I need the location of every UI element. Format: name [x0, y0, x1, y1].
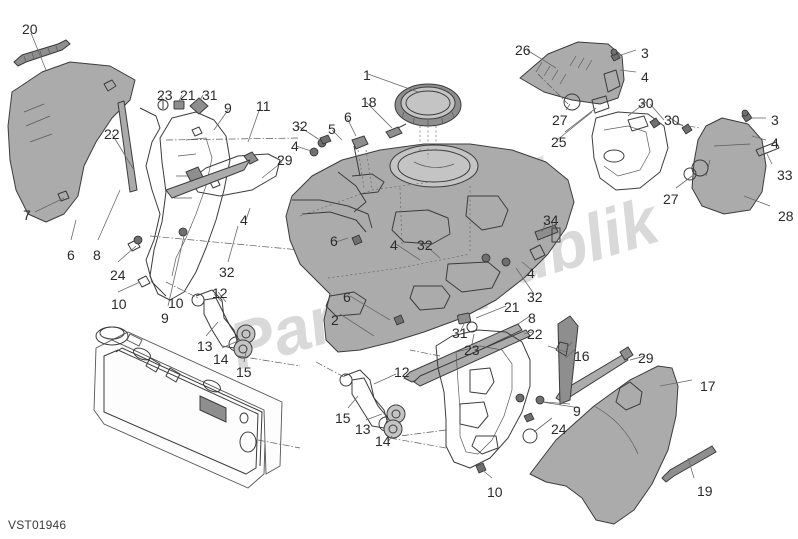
- part-28-right-panel: [675, 109, 780, 215]
- callout-number-30[interactable]: 30: [638, 95, 654, 111]
- linkage-assembly-lower: [315, 361, 447, 449]
- callout-number-21[interactable]: 21: [504, 299, 520, 315]
- callout-number-12[interactable]: 12: [394, 364, 410, 380]
- part-2-fuel-tank: [285, 143, 575, 353]
- callout-number-6[interactable]: 6: [67, 247, 75, 263]
- callout-number-34[interactable]: 34: [543, 212, 559, 228]
- callout-number-6[interactable]: 6: [344, 109, 352, 125]
- callout-number-32[interactable]: 32: [417, 237, 433, 253]
- leader-lines: [30, 32, 687, 409]
- callout-number-29[interactable]: 29: [277, 152, 293, 168]
- hardware-23-21-31: [157, 94, 209, 115]
- right-subframe-ghost: [591, 103, 701, 191]
- callout-number-23[interactable]: 23: [157, 87, 173, 103]
- callout-number-10[interactable]: 10: [487, 484, 503, 500]
- part-7-left-fairing: [7, 61, 136, 223]
- part-8-strip-lower: [403, 323, 523, 383]
- part-20-strip: [13, 39, 71, 67]
- callout-number-12[interactable]: 12: [212, 285, 228, 301]
- callout-number-9[interactable]: 9: [161, 310, 169, 326]
- callout-number-4[interactable]: 4: [390, 237, 398, 253]
- callout-number-13[interactable]: 13: [355, 421, 371, 437]
- callout-number-2[interactable]: 2: [331, 312, 339, 328]
- callout-number-1[interactable]: 1: [363, 67, 371, 83]
- callout-number-31[interactable]: 31: [202, 87, 218, 103]
- callout-number-4[interactable]: 4: [291, 138, 299, 154]
- callout-number-32[interactable]: 32: [219, 264, 235, 280]
- part-22-trim-strip-left: [117, 100, 138, 193]
- callout-number-3[interactable]: 3: [641, 45, 649, 61]
- callout-number-10[interactable]: 10: [168, 295, 184, 311]
- diagram-id-label: VST01946: [8, 518, 67, 532]
- part-34-clip: [534, 221, 561, 243]
- part-17-right-lower-panel: [529, 365, 693, 525]
- callout-number-27[interactable]: 27: [663, 191, 679, 207]
- part-29-rod-upper: [165, 151, 259, 199]
- callout-number-11[interactable]: 11: [256, 98, 271, 114]
- callout-number-13[interactable]: 13: [197, 338, 213, 354]
- callout-number-26[interactable]: 26: [515, 42, 531, 58]
- callout-number-19[interactable]: 19: [697, 483, 713, 499]
- callout-number-15[interactable]: 15: [335, 410, 351, 426]
- callout-number-28[interactable]: 28: [778, 208, 794, 224]
- callout-number-15[interactable]: 15: [236, 364, 252, 380]
- callout-number-7[interactable]: 7: [23, 207, 31, 223]
- part-19-strip: [661, 445, 717, 483]
- callout-number-25[interactable]: 25: [551, 134, 567, 150]
- callout-number-20[interactable]: 20: [22, 21, 38, 37]
- callout-number-24[interactable]: 24: [551, 421, 567, 437]
- lower-right-bracket-assembly: [399, 315, 579, 479]
- callout-number-4[interactable]: 4: [527, 265, 535, 281]
- callout-number-3[interactable]: 3: [771, 112, 779, 128]
- radiator-ghost: [93, 326, 301, 489]
- callout-number-14[interactable]: 14: [375, 433, 391, 449]
- callout-number-9[interactable]: 9: [573, 403, 581, 419]
- linkage-assembly-left: [165, 281, 301, 367]
- callout-number-8[interactable]: 8: [528, 310, 536, 326]
- callout-number-6[interactable]: 6: [330, 233, 338, 249]
- callout-number-29[interactable]: 29: [638, 350, 654, 366]
- callout-number-4[interactable]: 4: [240, 212, 248, 228]
- callout-number-9[interactable]: 9: [224, 100, 232, 116]
- part-1-filler-ring: [394, 83, 462, 158]
- callout-number-31[interactable]: 31: [452, 325, 468, 341]
- callout-number-24[interactable]: 24: [110, 267, 126, 283]
- callout-number-4[interactable]: 4: [641, 69, 649, 85]
- callout-number-32[interactable]: 32: [292, 118, 308, 134]
- hardware-18-6-5-32-4: [295, 73, 419, 189]
- part-26-cowl-right: [519, 41, 637, 133]
- callout-number-14[interactable]: 14: [213, 351, 229, 367]
- callout-number-23[interactable]: 23: [464, 342, 480, 358]
- callout-number-30[interactable]: 30: [664, 112, 680, 128]
- callout-number-4[interactable]: 4: [771, 135, 779, 151]
- callout-number-10[interactable]: 10: [111, 296, 127, 312]
- callout-number-6[interactable]: 6: [343, 289, 351, 305]
- callout-number-17[interactable]: 17: [700, 378, 716, 394]
- left-inner-bracket-assembly: [127, 107, 301, 301]
- callout-number-8[interactable]: 8: [93, 247, 101, 263]
- callout-number-33[interactable]: 33: [777, 167, 793, 183]
- callout-number-22[interactable]: 22: [104, 126, 120, 142]
- part-22-strip-lower: [413, 329, 531, 387]
- hardware-21-31-23-lower: [457, 305, 533, 345]
- callout-number-16[interactable]: 16: [574, 348, 590, 364]
- callout-number-22[interactable]: 22: [527, 326, 543, 342]
- part-16-bracket: [547, 345, 567, 353]
- callout-number-21[interactable]: 21: [180, 87, 196, 103]
- callout-number-5[interactable]: 5: [328, 121, 336, 137]
- callout-number-18[interactable]: 18: [361, 94, 377, 110]
- callout-number-27[interactable]: 27: [552, 112, 568, 128]
- callout-number-32[interactable]: 32: [527, 289, 543, 305]
